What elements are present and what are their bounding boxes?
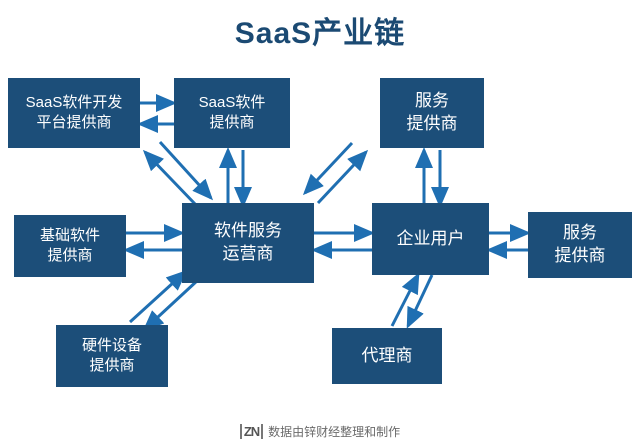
footer-logo: ZN [239,424,264,439]
node-platform[interactable]: SaaS软件开发 平台提供商 [8,78,140,148]
node-platform-line2: 平台提供商 [36,114,112,131]
node-basic-software-line2: 提供商 [47,247,93,264]
node-hardware-provider[interactable]: 硬件设备 提供商 [56,325,168,387]
node-service-provider-top-line2: 提供商 [406,114,458,133]
node-basic-software[interactable]: 基础软件 提供商 [14,215,126,277]
node-service-provider-right-line2: 提供商 [554,246,606,265]
page-title: SaaS产业链 [234,17,406,50]
node-agent-line1: 代理商 [361,345,413,365]
node-service-provider-top[interactable]: 服务 提供商 [380,78,484,148]
node-service-provider-top-line1: 服务 [415,91,449,111]
node-hardware-provider-line2: 提供商 [89,357,135,374]
node-service-provider-right-line1: 服务 [563,223,597,243]
node-software-operator-line1: 软件服务 [214,221,282,241]
node-enterprise-user-line1: 企业用户 [396,228,465,248]
node-hardware-provider-line1: 硬件设备 [81,336,142,354]
node-platform-line1: SaaS软件开发 [25,93,123,111]
node-saas-provider-line2: 提供商 [209,114,255,131]
node-saas-provider[interactable]: SaaS软件 提供商 [174,78,290,148]
node-service-provider-right[interactable]: 服务 提供商 [528,212,632,278]
node-saas-provider-line1: SaaS软件 [198,93,266,111]
footer-text: 数据由锌财经整理和制作 [268,425,401,439]
node-agent[interactable]: 代理商 [332,328,442,384]
node-software-operator-line2: 运营商 [222,244,274,263]
node-software-operator[interactable]: 软件服务 运营商 [182,203,314,283]
node-enterprise-user[interactable]: 企业用户 [372,203,489,275]
footer: ZN 数据由锌财经整理和制作 [0,423,640,440]
node-basic-software-line1: 基础软件 [39,226,100,244]
